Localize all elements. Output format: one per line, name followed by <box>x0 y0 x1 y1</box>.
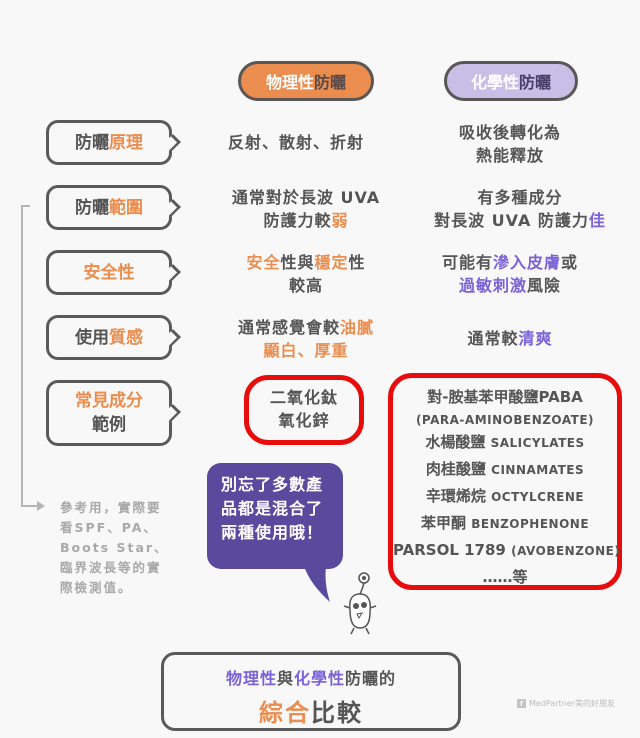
notch-icon <box>163 198 181 217</box>
physical-principle: 反射、散射、折射 <box>227 133 364 152</box>
chemical-principle: 吸收後轉化為熱能釋放 <box>458 123 561 165</box>
row-label-texture: 使用質感 <box>46 315 181 360</box>
footer-title: 綜合比較 <box>259 699 363 727</box>
ingredient-cinnamates: 肉桂酸鹽 CINNAMATES <box>425 460 585 478</box>
chemical-texture: 通常較清爽 <box>467 329 553 348</box>
ingredient-salicylates: 水楊酸鹽 SALICYLATES <box>425 433 585 451</box>
bracket-arrow-icon <box>21 205 45 511</box>
speech-bubble-tail-icon <box>304 566 330 602</box>
mascot-icon <box>343 572 377 635</box>
chemical-safety: 可能有滲入皮膚或 過敏刺激風險 <box>441 253 579 295</box>
header-chemical-sunscreen: 化學性防曬 <box>444 61 578 101</box>
physical-texture: 通常感覺會較油膩 顯白、厚重 <box>237 318 375 360</box>
notch-icon <box>163 263 181 282</box>
footer-subtitle: 物理性與化學性防曬的 <box>225 669 397 688</box>
row-label-ingredients: 常見成分 範例 <box>46 380 181 446</box>
ingredient-paba-en: (PARA-AMINOBENZOATE) <box>415 413 595 427</box>
physical-safety: 安全性與穩定性 較高 <box>246 253 366 295</box>
ingredient-benzophenone: 苯甲酮 BENZOPHENONE <box>420 514 590 532</box>
row-label-principle: 防曬原理 <box>46 120 181 165</box>
credit: f MedPartner美的好朋友 <box>517 698 615 709</box>
row-label-range: 防曬範圍 <box>46 185 181 230</box>
notch-icon <box>163 133 181 152</box>
ingredient-etc: ……等 <box>482 568 528 586</box>
ingredient-parsol: PARSOL 1789 (AVOBENZONE) <box>393 541 621 559</box>
header-physical-sunscreen: 物理性防曬 <box>238 61 374 101</box>
chemical-ingredients-list: 對-胺基苯甲酸鹽PABA (PARA-AMINOBENZOATE) 水楊酸鹽 S… <box>393 384 621 590</box>
speech-bubble: 別忘了多數產品都是混合了兩種使用哦！ <box>207 463 343 569</box>
physical-ingredients: 二氧化鈦 氧化鋅 <box>269 388 338 430</box>
physical-range: 通常對於長波 UVA 防護力較弱 <box>231 188 381 230</box>
notch-icon <box>163 404 181 422</box>
chemical-ingredients-highlight <box>388 373 622 590</box>
side-note: 參考用，實際要看SPF、PA、Boots Star、臨界波長等的實際檢測值。 <box>60 500 169 595</box>
row-label-safety: 安全性 <box>46 250 181 295</box>
notch-icon <box>163 328 181 347</box>
footer-title-box: 物理性與化學性防曬的 綜合比較 <box>161 652 461 731</box>
facebook-icon: f <box>517 699 526 708</box>
chemical-range: 有多種成分 對長波 UVA 防護力佳 <box>434 188 606 230</box>
physical-ingredients-highlight <box>244 375 364 445</box>
ingredient-paba: 對-胺基苯甲酸鹽PABA <box>427 388 583 406</box>
ingredient-octylcrene: 辛環烯烷 OCTYLCRENE <box>425 487 585 505</box>
